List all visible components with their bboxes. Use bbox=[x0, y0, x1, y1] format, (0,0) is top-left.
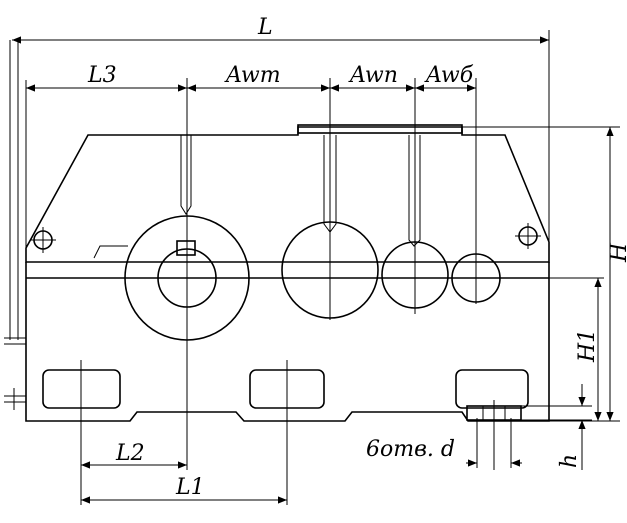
foot-opening-right bbox=[455, 369, 529, 409]
label-Awt: Awт bbox=[224, 63, 281, 88]
label-Awb: Awб bbox=[424, 63, 474, 88]
bolt-hole bbox=[466, 400, 522, 470]
cover-inner-line bbox=[93, 245, 128, 259]
label-holes: 6отв. d bbox=[366, 437, 455, 462]
side-bolts bbox=[4, 40, 26, 410]
dimension-H: H bbox=[462, 126, 627, 422]
axis-lines bbox=[110, 78, 477, 470]
label-L1: L1 bbox=[175, 475, 205, 500]
dimension-h: h bbox=[521, 384, 592, 470]
cover-ribs bbox=[180, 135, 421, 247]
label-H1: H1 bbox=[575, 329, 600, 363]
cover-outline bbox=[25, 126, 550, 263]
label-Awp: Awп bbox=[348, 63, 398, 88]
label-L: L bbox=[257, 15, 273, 40]
lifting-eye-left bbox=[30, 227, 56, 253]
dimension-upper-chain: L3 Awт Awп Awб bbox=[25, 63, 476, 262]
base-outline bbox=[25, 262, 550, 422]
label-L2: L2 bbox=[115, 441, 145, 466]
label-H: H bbox=[607, 242, 627, 263]
dimension-H1: H1 bbox=[549, 277, 604, 421]
label-L3: L3 bbox=[87, 63, 117, 88]
dimension-L2: L2 bbox=[81, 441, 187, 469]
dimension-L: L bbox=[12, 15, 550, 262]
label-h: h bbox=[557, 454, 582, 468]
lifting-eye-right bbox=[515, 223, 541, 249]
dimension-L1: L1 bbox=[81, 475, 287, 504]
top-flange bbox=[297, 124, 463, 134]
foot-openings bbox=[42, 360, 529, 505]
